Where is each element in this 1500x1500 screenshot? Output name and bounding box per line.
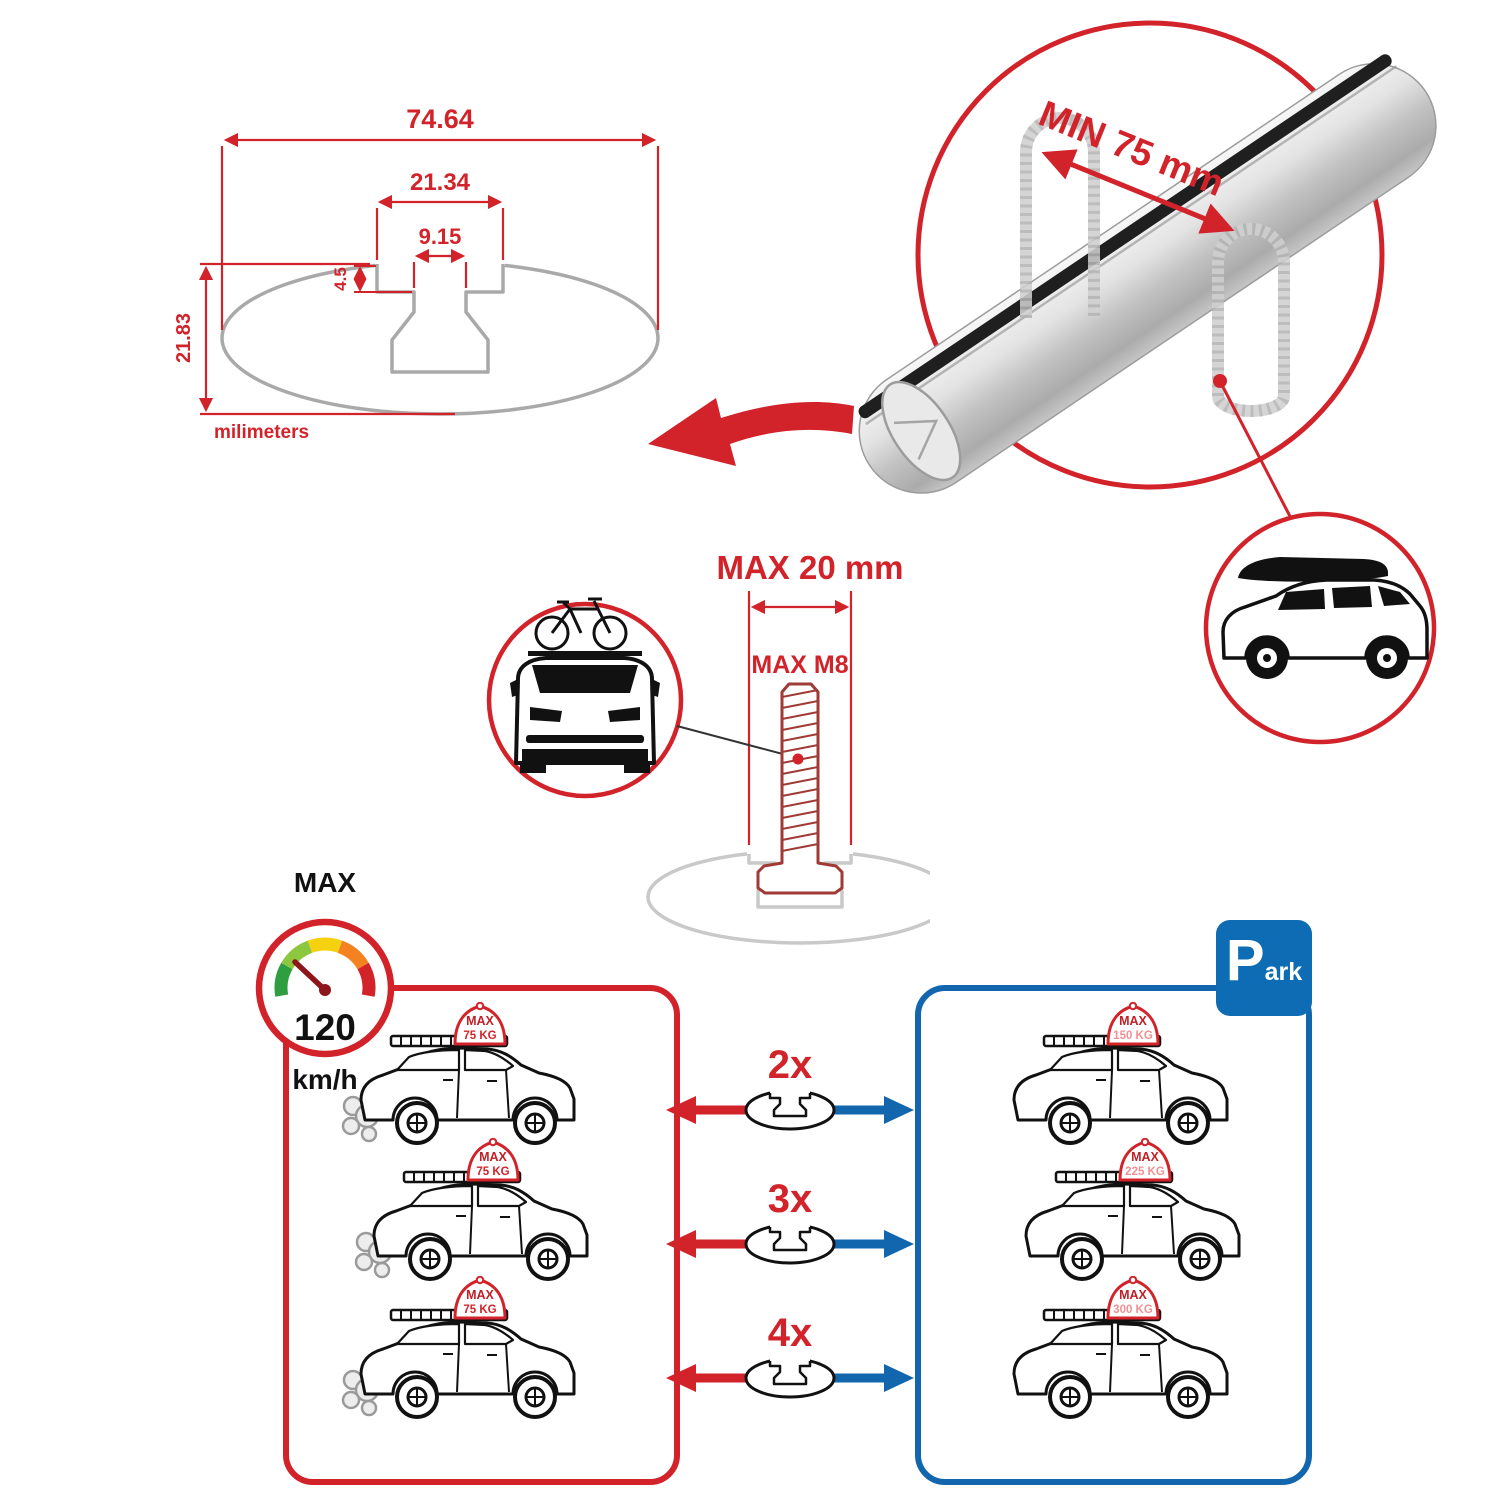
callout-dot — [1213, 374, 1227, 388]
callout-leader-line — [1221, 386, 1297, 527]
car-side-icon — [1012, 1034, 1229, 1145]
driving-car-3: MAX 75 KG — [341, 1276, 576, 1419]
flag-max-label: MAX — [466, 1288, 494, 1302]
gauge-value: 120 — [294, 1007, 356, 1048]
car-side-icon — [359, 1308, 576, 1419]
flag-weight-label: 225 KG — [1125, 1166, 1165, 1178]
bar-count-label: 2x — [768, 1043, 813, 1087]
flag-weight-label: 75 KG — [463, 1304, 496, 1316]
parked-load-box — [915, 985, 1312, 1485]
min-span-arrow — [1041, 149, 1235, 234]
dim-total-width-label: 74.64 — [406, 104, 474, 134]
flag-max-label: MAX — [1119, 1014, 1147, 1028]
flag-max-label: MAX — [466, 1014, 494, 1028]
left-arrow-icon — [666, 1230, 696, 1258]
car-side-icon — [372, 1170, 589, 1281]
dim-slot-width-label: 9.15 — [419, 224, 462, 249]
flag-weight-label: 75 KG — [476, 1166, 509, 1178]
left-arrow-icon — [666, 1364, 696, 1392]
flag-max-label: MAX — [1119, 1288, 1147, 1302]
right-arrow-icon — [884, 1096, 914, 1124]
max-thread-label: MAX M8 — [751, 651, 848, 679]
gauge-arc-segments — [274, 937, 376, 997]
aluminum-crossbar — [858, 54, 1437, 494]
bolt-leader-line — [676, 725, 795, 758]
gauge-unit: km/h — [292, 1064, 357, 1095]
flag-weight-label: 300 KG — [1113, 1304, 1153, 1316]
park-sign-suffix: ark — [1264, 958, 1303, 986]
parked-car-3: MAX 300 KG — [1012, 1276, 1229, 1419]
left-arrow-icon — [648, 398, 854, 466]
callout-arrow-to-profile — [648, 398, 854, 466]
parked-car-2: MAX 225 KG — [1024, 1138, 1241, 1281]
park-sign-letter: P — [1225, 928, 1265, 993]
car-side-icon — [1012, 1308, 1229, 1419]
roof-box-icon — [1238, 557, 1388, 582]
gauge-needle — [292, 959, 328, 993]
bar-count-row-2: 3x — [666, 1177, 914, 1265]
suv-with-roofbox-icon — [1221, 557, 1429, 679]
driving-car-2: MAX 75 KG — [354, 1138, 589, 1281]
units-label: milimeters — [214, 422, 309, 443]
crossbar-end-cap — [881, 380, 962, 482]
speed-limit-gauge: MAX 120 km/h — [255, 867, 395, 1095]
gauge-max-label: MAX — [294, 867, 357, 898]
bolt-callout-dot — [792, 753, 804, 765]
driving-car-1: MAX 75 KG — [341, 1002, 576, 1145]
crossbar-detail-callout: MIN 75 mm — [858, 20, 1437, 745]
dim-channel-width-label: 21.34 — [410, 169, 471, 196]
flag-max-label: MAX — [479, 1150, 507, 1164]
max-width-label: MAX 20 mm — [716, 549, 903, 586]
driving-load-box — [283, 985, 680, 1485]
bike-on-roof-icon — [534, 597, 628, 651]
flag-weight-label: 75 KG — [463, 1030, 496, 1042]
dim-total-height-label: 21.83 — [173, 313, 195, 363]
car-side-icon — [359, 1034, 576, 1145]
profile-dimension-diagram: 74.64 21.34 9.15 4.5 21.83 milimeters — [173, 104, 660, 443]
parked-car-1: MAX 150 KG — [1012, 1002, 1229, 1145]
bar-count-label: 4x — [768, 1311, 813, 1355]
right-arrow-icon — [884, 1230, 914, 1258]
flag-weight-label: 150 KG — [1113, 1030, 1153, 1042]
clamp-hook-front — [1020, 112, 1100, 318]
bar-count-row-1: 2x — [666, 1043, 914, 1131]
bar-count-row-3: 4x — [666, 1311, 914, 1399]
bolt-spec-diagram: MAX 20 mm MAX M8 — [486, 549, 930, 945]
left-arrow-icon — [666, 1096, 696, 1124]
flag-max-label: MAX — [1131, 1150, 1159, 1164]
car-side-icon — [1024, 1170, 1241, 1281]
dim-lip-height-label: 4.5 — [331, 267, 350, 291]
car-front-icon — [510, 651, 660, 773]
rubber-channel-strip — [858, 54, 1392, 419]
right-arrow-icon — [884, 1364, 914, 1392]
bar-count-label: 3x — [768, 1177, 813, 1221]
